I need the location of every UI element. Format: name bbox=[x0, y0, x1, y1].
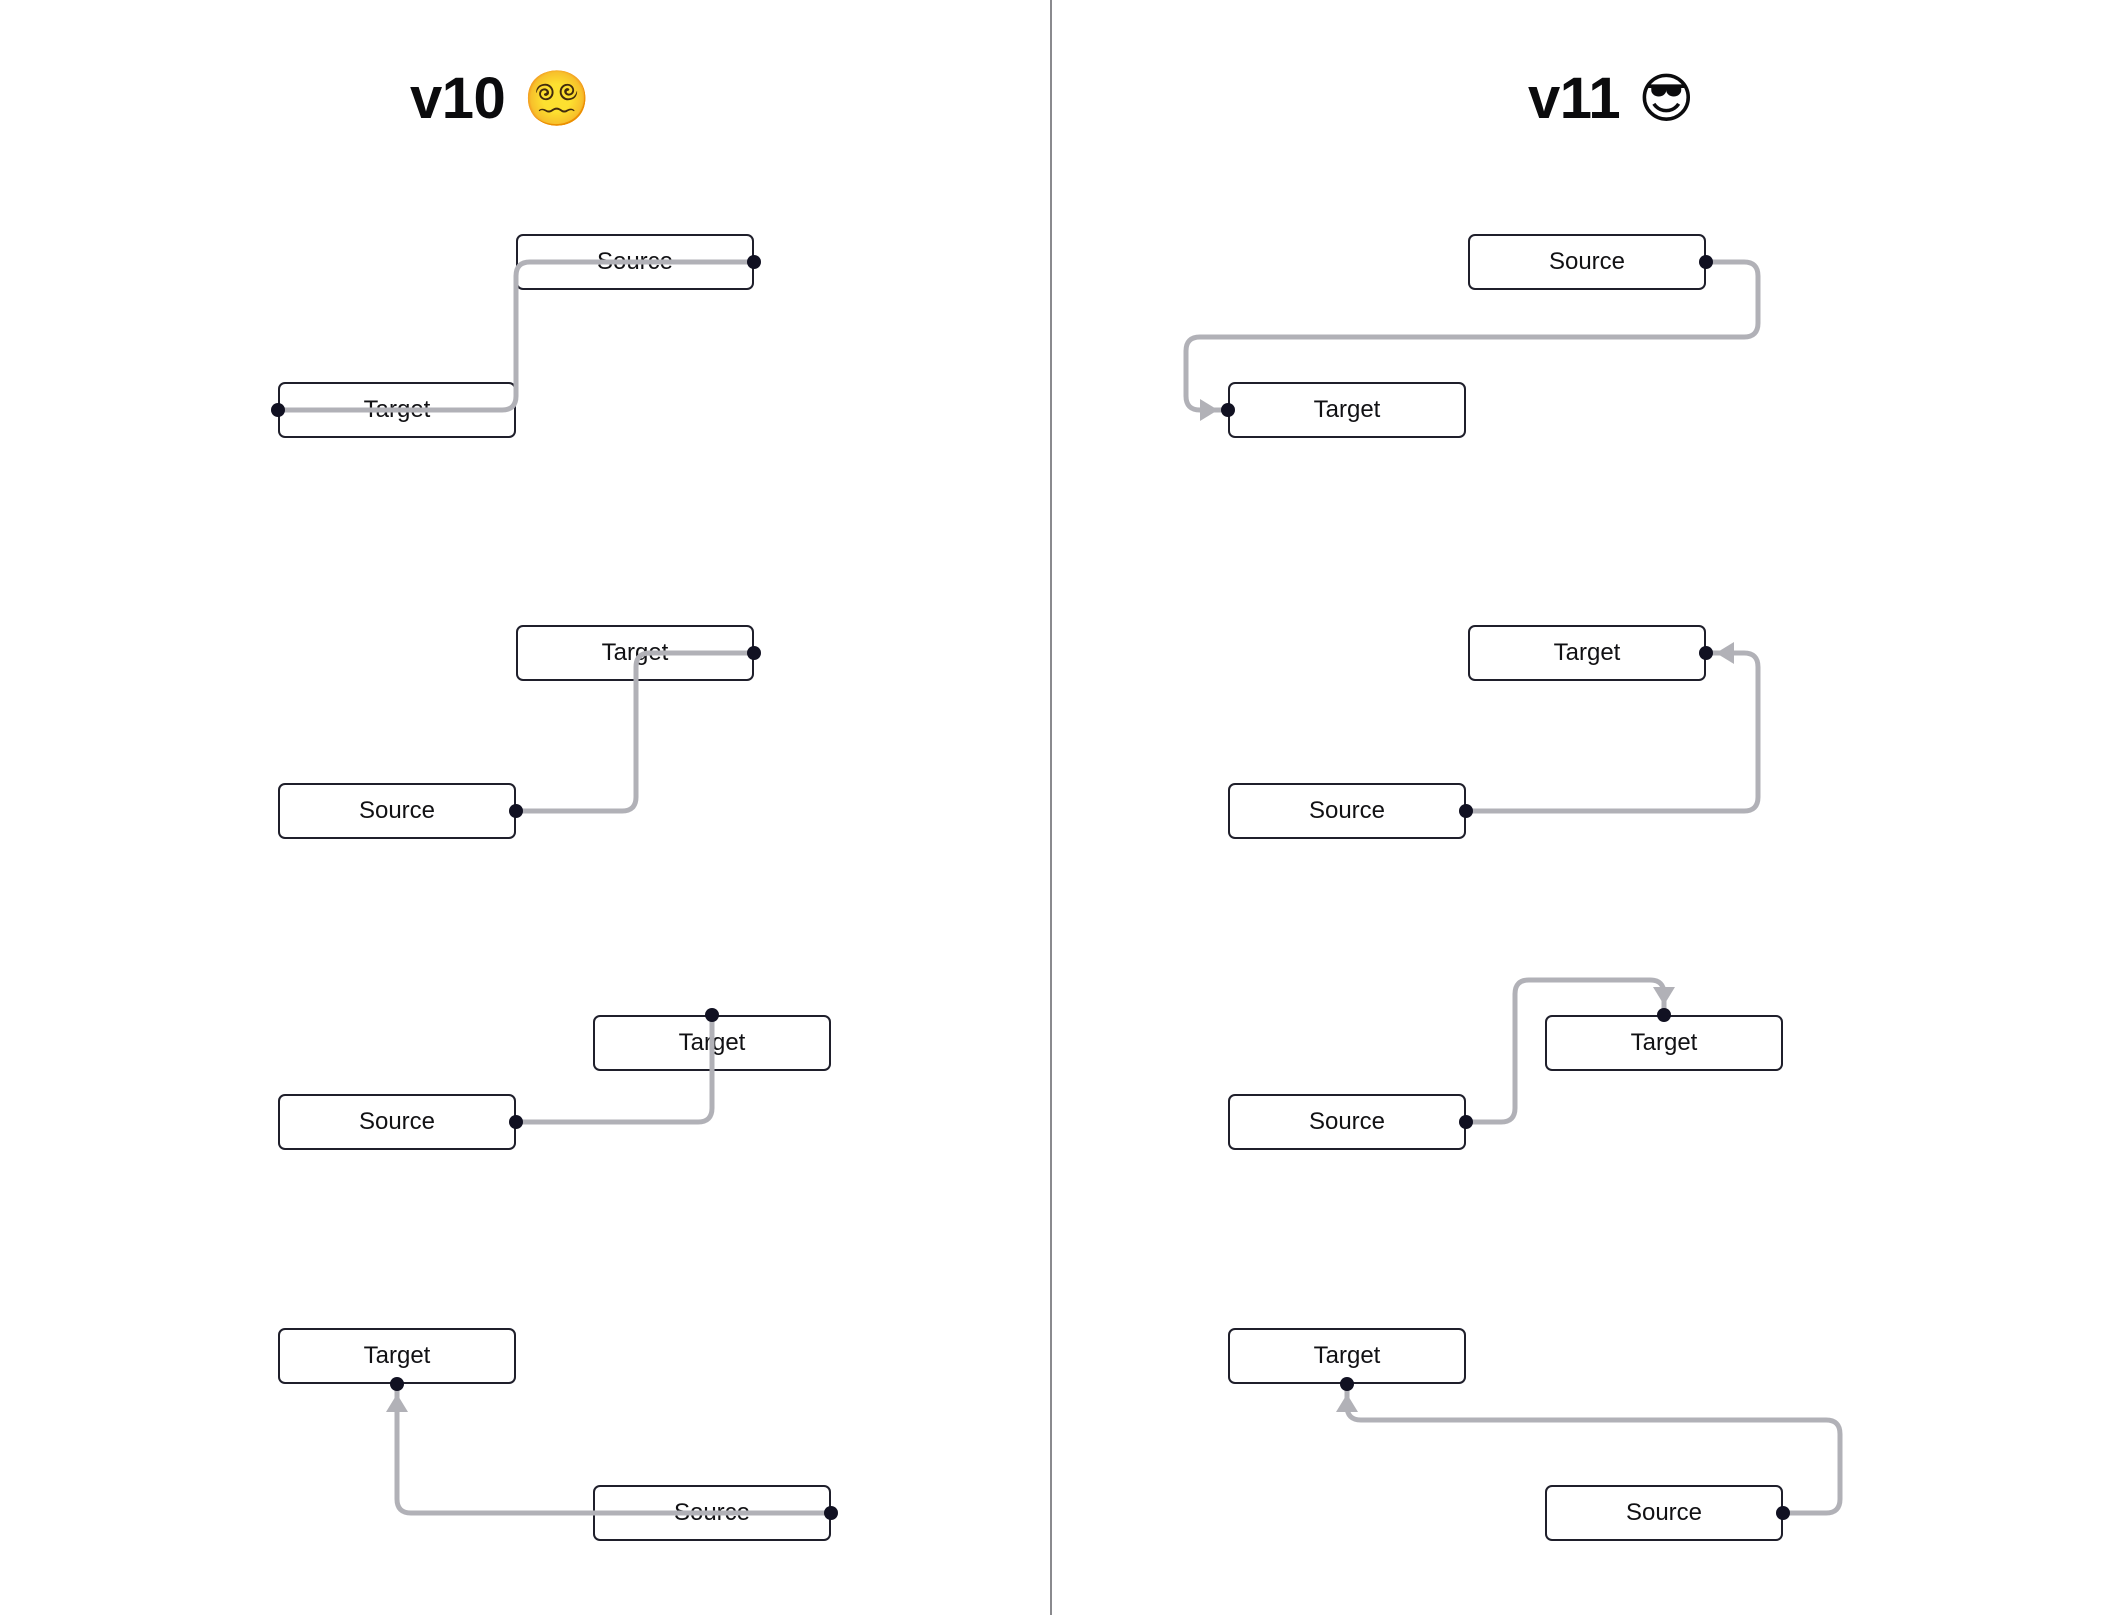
node-label: Target bbox=[363, 1342, 431, 1369]
node-label: Target bbox=[1624, 1031, 1704, 1055]
column-heading-v10: v10 😵‍💫 bbox=[410, 66, 591, 131]
node-v11-case-4-target[interactable]: Target bbox=[1228, 1328, 1466, 1384]
handle-right-v10-case-1-source[interactable] bbox=[747, 255, 761, 269]
smiling-face-with-sunglasses-emoji: 😎 bbox=[1638, 69, 1694, 129]
node-v10-case-1-target[interactable]: Target bbox=[278, 382, 516, 438]
handle-bottom-v11-case-4-target[interactable] bbox=[1340, 1377, 1354, 1391]
node-v10-case-1-source[interactable]: Source bbox=[516, 234, 754, 290]
handle-right-v11-case-3-source[interactable] bbox=[1459, 1115, 1473, 1129]
node-v11-case-1-source[interactable]: Source bbox=[1468, 234, 1706, 290]
handle-right-v11-case-1-source[interactable] bbox=[1699, 255, 1713, 269]
node-v11-case-1-target[interactable]: Target bbox=[1228, 382, 1466, 438]
edge-arrowhead-v11-case-4 bbox=[1336, 1394, 1358, 1412]
column-heading-v10-text: v10 bbox=[410, 66, 506, 131]
node-v10-case-4-target[interactable]: Target bbox=[278, 1328, 516, 1384]
edge-arrowhead-v10-case-4 bbox=[386, 1394, 408, 1412]
node-v11-case-4-source[interactable]: Source bbox=[1545, 1485, 1783, 1541]
node-label: Source bbox=[596, 248, 674, 275]
node-label: Target bbox=[1547, 641, 1627, 665]
node-label: Source bbox=[1619, 1501, 1709, 1525]
node-v10-case-4-source[interactable]: Source bbox=[593, 1485, 831, 1541]
handle-left-v11-case-1-target[interactable] bbox=[1221, 403, 1235, 417]
node-label: Target bbox=[1307, 398, 1387, 422]
handle-right-v11-case-2-target[interactable] bbox=[1699, 646, 1713, 660]
node-label: Target bbox=[601, 639, 669, 666]
node-label: Target bbox=[363, 396, 431, 423]
node-label: Target bbox=[678, 1029, 746, 1056]
node-label: Source bbox=[1542, 250, 1632, 274]
handle-right-v10-case-2-target[interactable] bbox=[747, 646, 761, 660]
node-v10-case-2-target[interactable]: Target bbox=[516, 625, 754, 681]
node-v10-case-3-source[interactable]: Source bbox=[278, 1094, 516, 1150]
node-v11-case-2-target[interactable]: Target bbox=[1468, 625, 1706, 681]
node-v10-case-3-target[interactable]: Target bbox=[593, 1015, 831, 1071]
node-v10-case-2-source[interactable]: Source bbox=[278, 783, 516, 839]
handle-bottom-v10-case-4-target[interactable] bbox=[390, 1377, 404, 1391]
node-label: Source bbox=[358, 1108, 436, 1135]
edge-arrowhead-v11-case-3 bbox=[1653, 987, 1675, 1005]
edge-arrowhead-v11-case-1 bbox=[1200, 399, 1218, 421]
column-heading-v11-text: v11 bbox=[1528, 66, 1621, 131]
node-label: Source bbox=[1302, 799, 1392, 823]
handle-right-v11-case-4-source[interactable] bbox=[1776, 1506, 1790, 1520]
handle-right-v10-case-3-source[interactable] bbox=[509, 1115, 523, 1129]
handle-left-v10-case-1-target[interactable] bbox=[271, 403, 285, 417]
node-label: Source bbox=[1302, 1110, 1392, 1134]
node-v11-case-2-source[interactable]: Source bbox=[1228, 783, 1466, 839]
node-label: Source bbox=[358, 797, 436, 824]
node-v11-case-3-target[interactable]: Target bbox=[1545, 1015, 1783, 1071]
edge-arrowhead-v11-case-2 bbox=[1716, 642, 1734, 664]
node-label: Source bbox=[673, 1499, 751, 1526]
handle-right-v11-case-2-source[interactable] bbox=[1459, 804, 1473, 818]
handle-top-v10-case-3-target[interactable] bbox=[705, 1008, 719, 1022]
handle-right-v10-case-4-source[interactable] bbox=[824, 1506, 838, 1520]
column-divider bbox=[1050, 0, 1052, 1615]
column-heading-v11: v11 😎 bbox=[1528, 70, 1694, 128]
node-label: Target bbox=[1307, 1344, 1387, 1368]
node-v11-case-3-source[interactable]: Source bbox=[1228, 1094, 1466, 1150]
handle-top-v11-case-3-target[interactable] bbox=[1657, 1008, 1671, 1022]
handle-right-v10-case-2-source[interactable] bbox=[509, 804, 523, 818]
face-with-spiral-eyes-emoji: 😵‍💫 bbox=[523, 69, 591, 129]
